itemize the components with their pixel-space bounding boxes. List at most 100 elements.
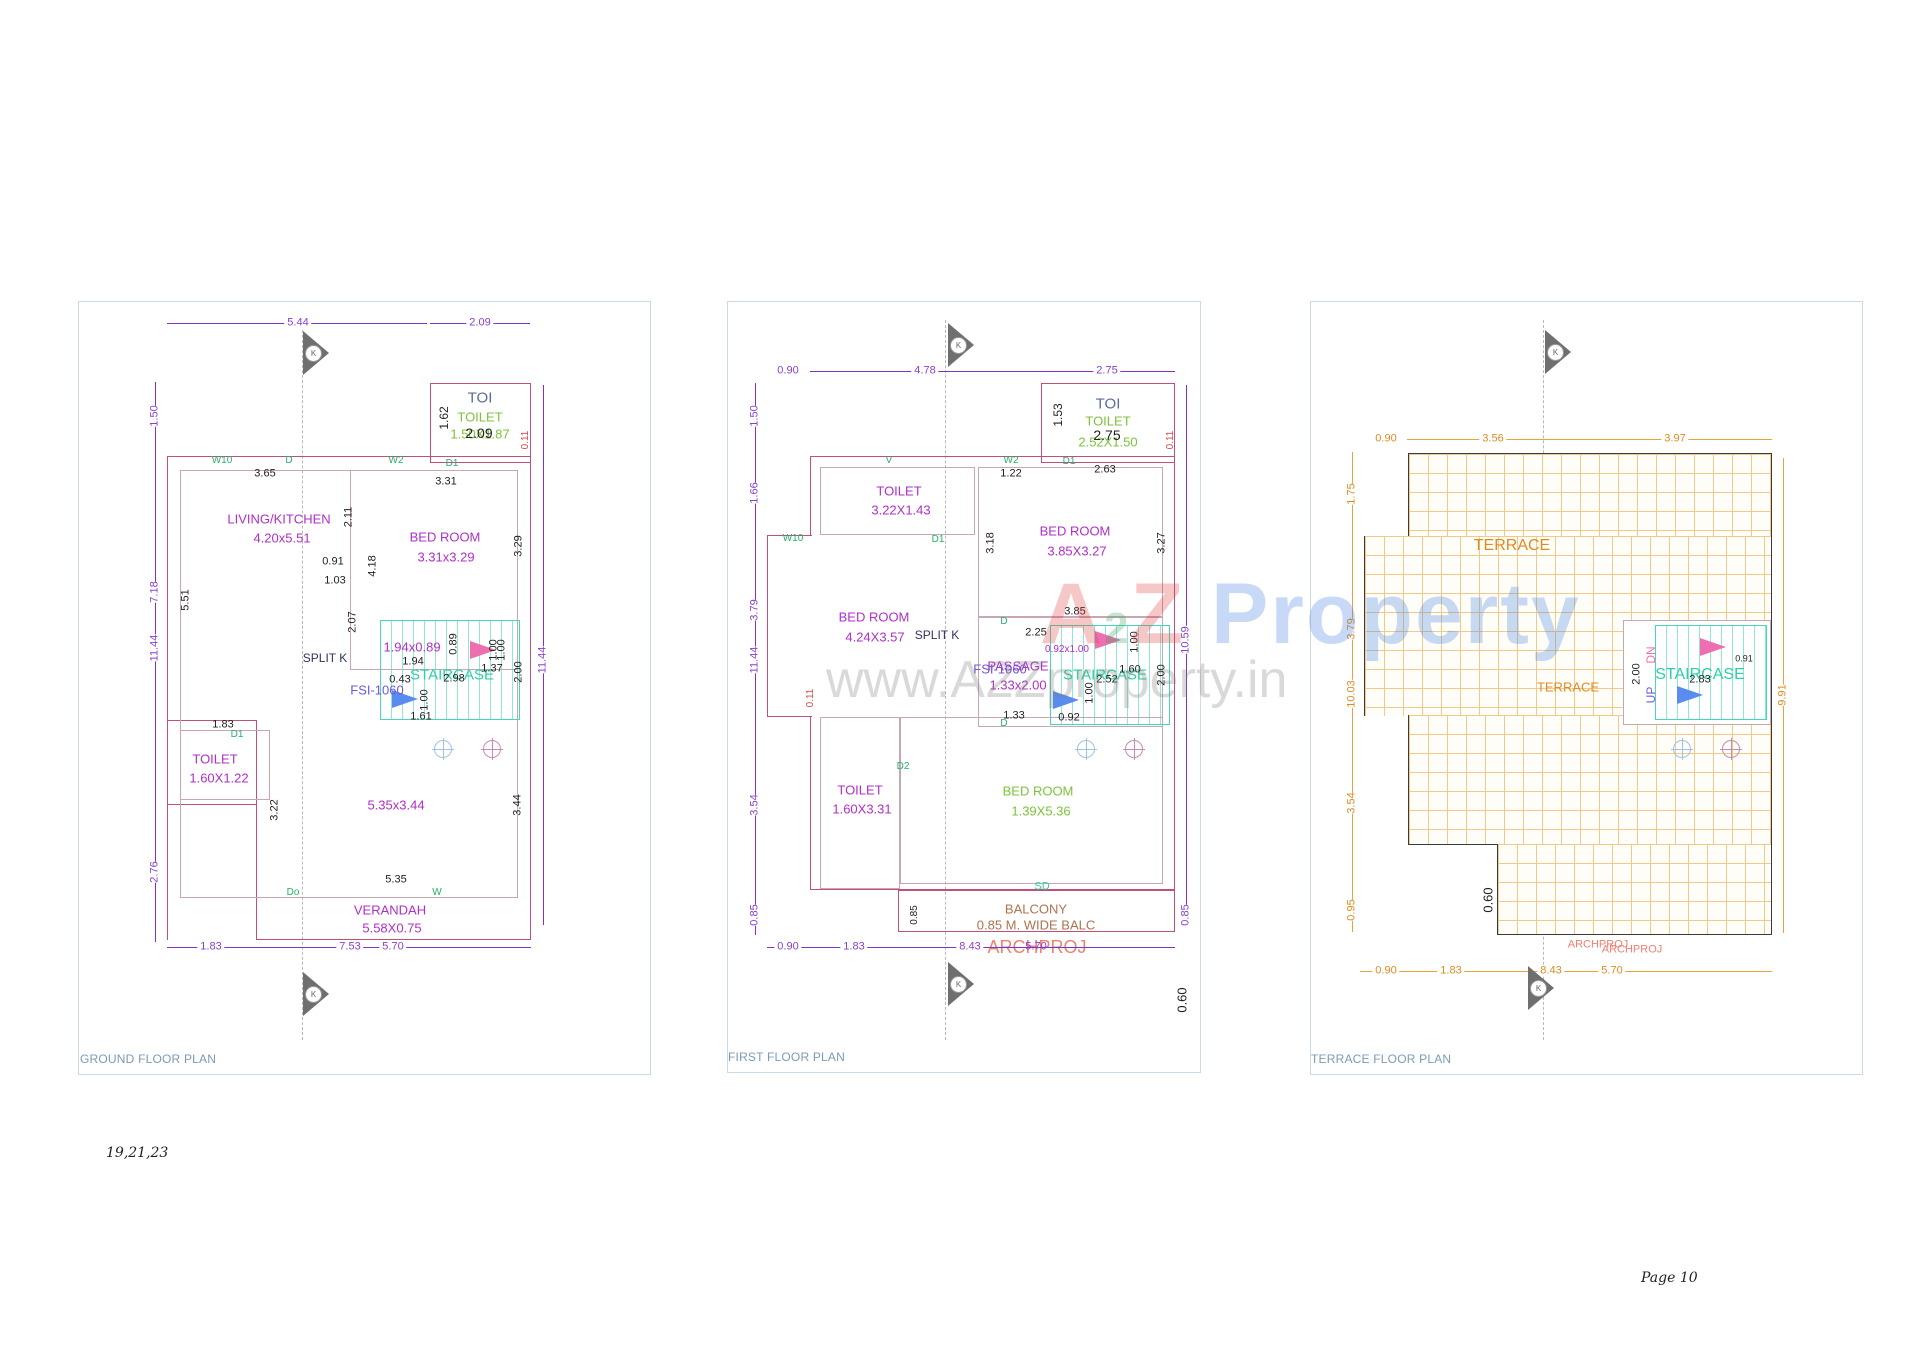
room-size: 1.39X5.36 — [1011, 803, 1071, 819]
room-size: 5.35x3.44 — [367, 797, 425, 813]
bedroom-inner-wall — [978, 467, 1163, 617]
room-label: STAIRCASE — [410, 666, 494, 684]
toilet-inner-wall — [820, 467, 975, 535]
room-label: BED ROOM — [1002, 783, 1074, 799]
dn-label: DN — [1644, 646, 1658, 664]
note-label: FSI-1060 — [350, 682, 404, 698]
room-label: TOI — [467, 389, 493, 407]
section-marker-icon: K — [303, 972, 329, 1016]
terrace-notch-wall — [1408, 844, 1498, 845]
window-label: W10 — [211, 455, 233, 466]
dim-label: 2.25 — [1025, 626, 1047, 639]
room-label: PASSAGE — [987, 658, 1049, 674]
bedroom-inner-wall — [900, 717, 1163, 884]
dim-left-4: 3.54 — [1345, 792, 1358, 814]
dim-bottom-2: 1.83 — [1437, 965, 1465, 977]
note-label: SD — [1034, 880, 1050, 893]
dim-top-3: 2.75 — [1093, 365, 1121, 377]
door-label: D — [1000, 616, 1008, 627]
dim-right-1: 9.91 — [1776, 684, 1789, 706]
dim-label: 3.31 — [435, 475, 457, 488]
dimension-line — [155, 382, 156, 942]
window-label: V — [885, 455, 893, 466]
up-arrow-icon — [1677, 686, 1703, 704]
dim-label: 0.91 — [1735, 653, 1753, 664]
lower-walls — [810, 716, 1175, 890]
dim-top-2: 2.09 — [466, 317, 494, 329]
dn-arrow-icon — [470, 641, 496, 659]
dim-bottom-2: 1.83 — [840, 941, 868, 953]
watermark-logo: A2Z Property — [1040, 566, 1581, 662]
room-label: BED ROOM — [838, 609, 910, 625]
toilet-inner-wall — [180, 730, 270, 800]
bedroom-left-wall — [767, 535, 812, 717]
axis-line — [945, 320, 946, 1040]
main-walls — [167, 456, 531, 940]
sheet-date: 19,21,23 — [106, 1145, 169, 1161]
room-size: 0.92x1.00 — [1045, 644, 1089, 655]
archproj-label: ARCHPROJ — [1601, 943, 1663, 956]
fixture-icon — [1671, 738, 1693, 760]
toilet-walls — [167, 720, 257, 805]
axis-line — [302, 320, 303, 1040]
toilet-inner-wall — [820, 717, 900, 889]
archproj-label: ARCHPROJ — [1567, 938, 1629, 951]
room-size: 3.85X3.27 — [1047, 543, 1107, 559]
room-label: TOI — [1095, 395, 1121, 413]
terrace-tiles — [1408, 715, 1772, 845]
dim-top-2: 3.56 — [1479, 433, 1507, 445]
dim-label: 1.22 — [1000, 467, 1022, 480]
dim-label: 2.52 — [1096, 673, 1118, 686]
dim-label: 1.61 — [410, 710, 432, 723]
window-label: W10 — [782, 533, 804, 544]
window-label: W — [432, 887, 442, 898]
terrace-tiles — [1497, 844, 1772, 935]
dim-label: 2.98 — [443, 672, 465, 685]
room-size: 1.60X3.31 — [832, 801, 892, 817]
room-label: VERANDAH — [353, 902, 427, 918]
watermark-url: www.A2Zproperty.in — [826, 651, 1288, 709]
up-label: UP — [1644, 686, 1658, 704]
section-marker-icon: K — [1545, 330, 1571, 374]
door-label: D — [1000, 718, 1008, 729]
room-label: LIVING/KITCHEN — [227, 511, 331, 527]
door-label: D1 — [445, 458, 459, 469]
dim-bottom-4: 5.70 — [1025, 940, 1047, 953]
up-arrow-icon — [392, 690, 418, 708]
dimension-line — [1407, 439, 1772, 440]
dim-label: 1.03 — [324, 574, 346, 587]
room-size: 4.20x5.51 — [253, 530, 311, 546]
room-size: 5.58X0.75 — [362, 920, 422, 936]
room-label: BALCONY — [1004, 901, 1068, 917]
dim-left-5: 0.95 — [1345, 899, 1358, 921]
room-size: 4.24X3.57 — [845, 629, 905, 645]
note-label: SPLIT K — [914, 628, 960, 642]
room-size: 0.85 M. WIDE BALC — [976, 917, 1096, 933]
dim-left-3: 10.03 — [1345, 680, 1358, 708]
room-label: TOILET — [876, 483, 922, 499]
door-label: D1 — [1062, 456, 1076, 467]
door-label: D — [285, 455, 293, 466]
room-label: BED ROOM — [1039, 523, 1111, 539]
toilet-top-wall — [430, 383, 531, 463]
dim-label: 2.00 — [1630, 663, 1643, 685]
dim-label: 1.33 — [1003, 709, 1025, 722]
dim-label: 5.35 — [385, 873, 407, 886]
dim-label: 2.63 — [1094, 463, 1116, 476]
dim-top-1: 0.90 — [1372, 433, 1400, 445]
dim-left-1: 1.75 — [1345, 483, 1358, 505]
note-label: FSI-1060 — [973, 661, 1027, 677]
dn-arrow-icon — [1095, 631, 1121, 649]
door-label: Do — [286, 887, 300, 898]
window-label: W2 — [388, 455, 404, 466]
door-label: D1 — [230, 729, 244, 740]
ground-floor-frame — [78, 301, 651, 1075]
room-label: TOILET — [837, 782, 883, 798]
room-label: TOILET — [457, 409, 503, 425]
dim-bottom-3: 5.70 — [379, 941, 407, 953]
room-size: 2.52X1.50 — [1078, 434, 1138, 450]
room-size: 3.31x3.29 — [417, 549, 475, 565]
